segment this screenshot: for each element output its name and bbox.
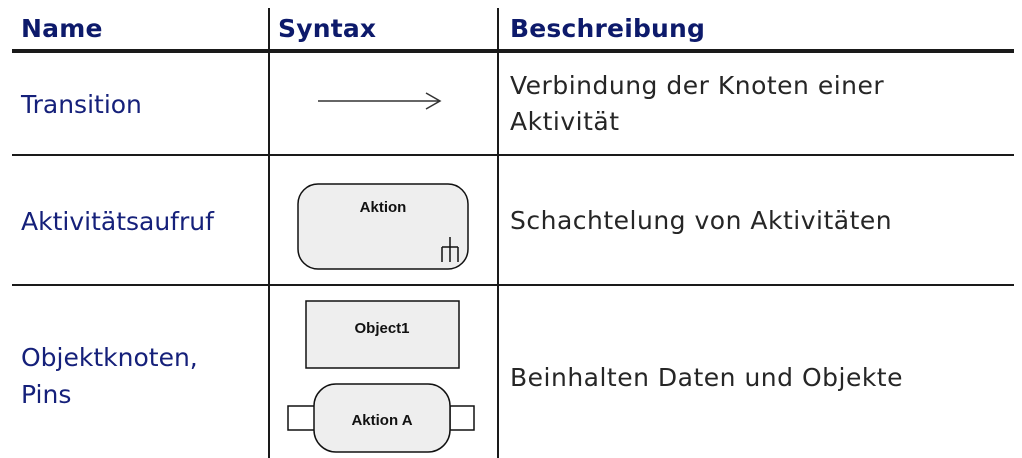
syntax-table: Name Syntax Beschreibung Transition Verb… xyxy=(12,8,1014,458)
row-description-transition: Verbindung der Knoten einer Aktivität xyxy=(510,68,884,140)
rake-icon xyxy=(441,237,459,262)
row-name-activity-call: Aktivitätsaufruf xyxy=(21,207,214,236)
name-line: Pins xyxy=(21,380,72,409)
action-with-pins-symbol-icon: Aktion A xyxy=(287,383,475,453)
column-divider xyxy=(268,8,270,458)
name-line: Objektknoten, xyxy=(21,343,198,372)
header-syntax: Syntax xyxy=(278,14,377,43)
activity-call-label: Aktion xyxy=(360,199,407,216)
description-line: Aktivität xyxy=(510,107,620,136)
transition-arrow-icon xyxy=(318,92,442,110)
row-divider xyxy=(12,284,1014,286)
description-line: Verbindung der Knoten einer xyxy=(510,71,885,100)
row-description-object-node: Beinhalten Daten und Objekte xyxy=(510,363,903,392)
object-node-symbol-icon: Object1 xyxy=(305,300,460,369)
row-divider xyxy=(12,154,1014,156)
column-divider xyxy=(497,8,499,458)
header-name: Name xyxy=(21,14,103,43)
input-pin-icon xyxy=(287,405,317,431)
header-description: Beschreibung xyxy=(510,14,706,43)
syntax-symbols: Aktion Object1 Aktion A xyxy=(287,92,475,453)
row-description-activity-call: Schachtelung von Aktivitäten xyxy=(510,206,893,235)
object-node-label: Object1 xyxy=(354,320,409,337)
row-name-object-node: Objektknoten, Pins xyxy=(21,339,198,413)
header-rule xyxy=(12,49,1014,53)
output-pin-icon xyxy=(449,405,475,431)
action-a-label: Aktion A xyxy=(351,412,412,429)
row-name-transition: Transition xyxy=(21,90,142,119)
activity-call-symbol-icon: Aktion xyxy=(297,183,469,270)
